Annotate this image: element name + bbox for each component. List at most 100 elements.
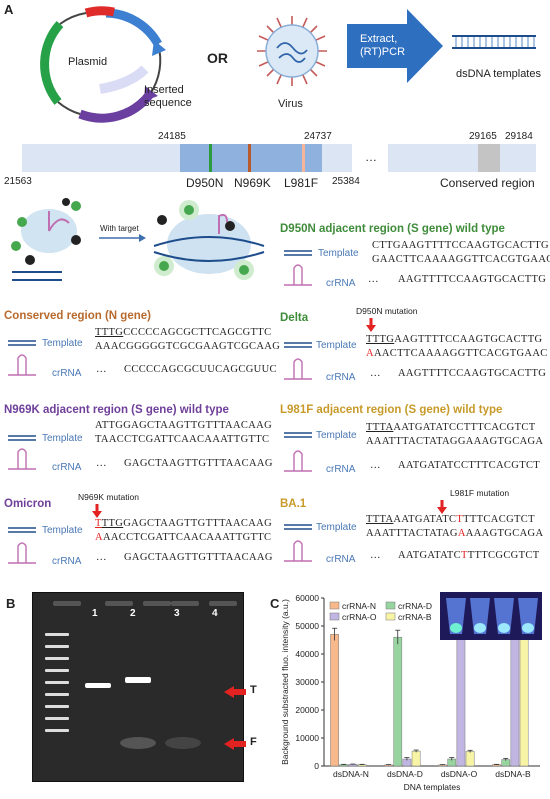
- seq-ba1-top-pre: AATGATATC: [393, 514, 457, 525]
- panel-a-letter: A: [4, 2, 14, 17]
- seq-ba1-top: TTTAAATGATATCTTTTCACGTCT: [366, 514, 535, 525]
- template-label-l981f: Template: [316, 430, 357, 441]
- template-crrna-glyphs-left: [8, 250, 312, 564]
- x-tick-label: dsDNA-B: [495, 769, 531, 779]
- plasmid-diagram: [40, 6, 166, 123]
- gel-lane-3: 3: [174, 608, 180, 619]
- crrna-ba1-mut: T: [460, 550, 468, 561]
- gel-lane-2: 2: [130, 608, 136, 619]
- s-end: 25384: [332, 176, 360, 187]
- mut-omicron-bottom: A: [95, 532, 103, 543]
- y-tick-label: 20000: [295, 705, 319, 715]
- crrna-label-l981f: crRNA: [326, 464, 356, 475]
- template-label-n969k: Template: [42, 433, 83, 444]
- mut-ba1-top: T: [456, 514, 464, 525]
- tube-photo-inset: [440, 592, 542, 640]
- y-tick-label: 50000: [295, 621, 319, 631]
- with-target-label: With target: [100, 224, 139, 233]
- s-start: 24185: [158, 131, 186, 142]
- seq-ba1-bottom: AAATTTACTATAGAAAAGTGCAGA: [366, 528, 543, 539]
- legend-swatch: [329, 601, 340, 610]
- gel-image: [32, 592, 244, 782]
- template-label-conserved: Template: [42, 338, 83, 349]
- panel-c-letter: C: [270, 596, 280, 611]
- mutation-label-delta: D950N mutation: [356, 306, 418, 316]
- gel-marker-arrows: [224, 686, 246, 750]
- y-tick-label: 60000: [295, 593, 319, 603]
- gel-lane-4: 4: [212, 608, 218, 619]
- seq-omicron-bottom: AAACCTCGATTCAACAAATTGTTC: [95, 532, 271, 543]
- y-tick-label: 10000: [295, 733, 319, 743]
- mut-ba1-bottom: A: [457, 528, 466, 539]
- legend-label: crRNA-D: [398, 601, 432, 611]
- pam-l981f: TTTA: [366, 422, 394, 433]
- crrna-ba1: AATGATATCTTTTCGCGTCT: [398, 550, 540, 561]
- legend-swatch: [385, 612, 396, 621]
- dots-delta: …: [370, 368, 381, 379]
- crrna-ba1-pre: AATGATATC: [398, 550, 461, 561]
- seq-omicron-top: TTTGGAGCTAAGTTGTTTAACAAG: [95, 518, 272, 529]
- gel-marker-f: F: [250, 736, 257, 748]
- bar: [465, 751, 475, 767]
- dsdna-templates-label: dsDNA templates: [456, 68, 541, 80]
- mut-omicron-top: T: [95, 518, 102, 529]
- seq-conserved-top: TTTGCCCCCAGCGCTTCAGCGTTC: [95, 327, 271, 338]
- section-title-l981f-wt: L981F adjacent region (S gene) wild type: [280, 404, 503, 416]
- crrna-label-omicron: crRNA: [52, 556, 82, 567]
- seq-delta-top-rest: AAGTTTTCCAAGTGCACTTG: [394, 334, 543, 345]
- bar: [411, 750, 421, 767]
- legend-swatch: [385, 601, 396, 610]
- template-label-ba1: Template: [316, 522, 357, 533]
- x-tick-label: dsDNA-N: [333, 769, 369, 779]
- legend-label: crRNA-B: [398, 612, 432, 622]
- cons-end: 29184: [505, 131, 533, 142]
- bar: [519, 629, 529, 767]
- seq-ba1-top-post: TTTCACGTCT: [463, 514, 535, 525]
- dots-n969k: …: [96, 458, 107, 469]
- seq-l981f-wt-top: TTTAAATGATATCCTTTCACGTCT: [366, 422, 535, 433]
- x-axis-label: DNA templates: [404, 782, 461, 792]
- section-title-d950n-wt: D950N adjacent region (S gene) wild type: [280, 223, 505, 235]
- conserved-region-label: Conserved region: [440, 176, 535, 190]
- crrna-label-d950n: crRNA: [326, 278, 356, 289]
- dots-omicron: …: [96, 552, 107, 563]
- legend-label: crRNA-O: [342, 612, 377, 622]
- section-title-omicron: Omicron: [4, 498, 52, 510]
- x-tick-label: dsDNA-D: [387, 769, 423, 779]
- seq-l981f-wt-bottom: AAATTTACTATAGGAAAGTGCAGA: [366, 436, 544, 447]
- pam-omicron: TTG: [101, 518, 124, 529]
- crrna-label-n969k: crRNA: [52, 462, 82, 473]
- section-title-n969k-wt: N969K adjacent region (S gene) wild type: [4, 404, 229, 416]
- genome-ellipsis: …: [365, 150, 377, 164]
- mark-label-n969k: N969K: [234, 176, 271, 190]
- fluorescence-bar-chart: 0100002000030000400005000060000Backgroun…: [280, 593, 540, 792]
- mut-delta: A: [366, 348, 374, 359]
- bar: [510, 629, 520, 767]
- crrna-l981f-wt: AATGATATCCTTTCACGTCT: [398, 460, 541, 471]
- tube-photo: [446, 598, 538, 634]
- seq-conserved-top-rest: CCCCCAGCGCTTCAGCGTTC: [123, 327, 272, 338]
- mark-label-l981f: L981F: [284, 176, 319, 190]
- crrna-n969k-wt: GAGCTAAGTTGTTTAACAAG: [124, 458, 273, 469]
- seq-ba1-bottom-pre: AAATTTACTATAG: [366, 528, 458, 539]
- pam-conserved: TTTG: [95, 327, 124, 338]
- y-tick-label: 40000: [295, 649, 319, 659]
- conserved-segment: [478, 144, 500, 172]
- virus-label: Virus: [278, 98, 303, 110]
- d950n-mark: [209, 144, 212, 172]
- mutation-arrow-ba1: [437, 500, 447, 514]
- band-lane2: [125, 677, 151, 683]
- genome-start: 21563: [4, 176, 32, 187]
- legend-label: crRNA-N: [342, 601, 376, 611]
- crrna-label-conserved: crRNA: [52, 368, 82, 379]
- mark-label-d950n: D950N: [186, 176, 224, 190]
- seq-l981f-wt-top-rest: AATGATATCCTTTCACGTCT: [393, 422, 536, 433]
- mutation-arrow-omicron: [92, 504, 102, 518]
- mutation-label-ba1: L981F mutation: [450, 488, 510, 498]
- seq-delta-top: TTTGAAGTTTTCCAAGTGCACTTG: [366, 334, 542, 345]
- x-tick-label: dsDNA-O: [441, 769, 478, 779]
- seq-n969k-wt-bottom: TAACCTCGATTCAACAAATTGTTC: [95, 434, 270, 445]
- cons-start: 29165: [469, 131, 497, 142]
- pam-delta: TTTG: [366, 334, 395, 345]
- crrna-d950n-wt: AAGTTTTCCAAGTGCACTTG: [398, 274, 547, 285]
